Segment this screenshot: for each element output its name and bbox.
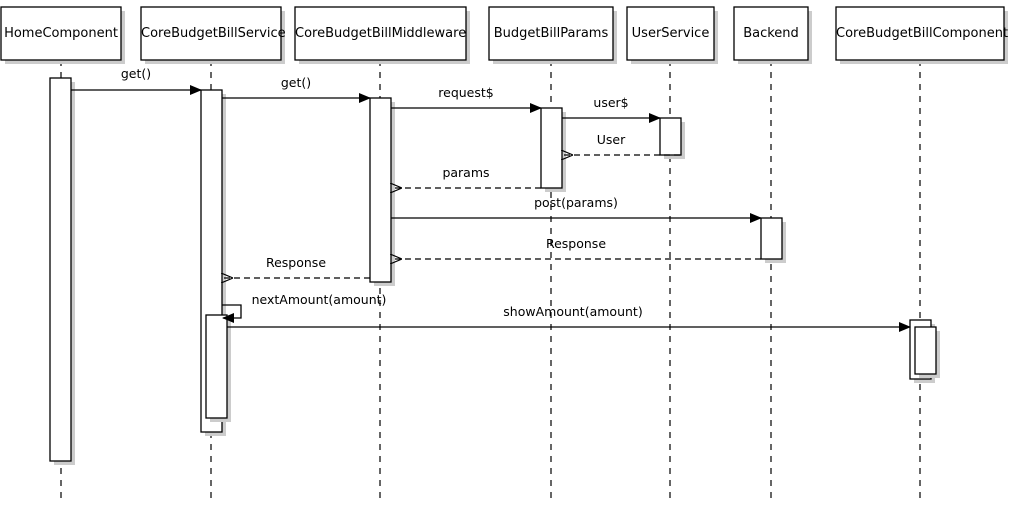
- messages-group: [71, 85, 911, 332]
- message-label-m1: get(): [120, 66, 152, 81]
- lifelines-group: [60, 60, 921, 499]
- message-label-m3: request$: [438, 85, 494, 100]
- participant-box-home[interactable]: [0, 6, 122, 61]
- message-label-m7: post(params): [534, 195, 618, 210]
- participant-box-service[interactable]: [140, 6, 282, 61]
- message-label-m9: Response: [265, 255, 327, 270]
- activation-bar-act-service-self[interactable]: [205, 314, 228, 419]
- message-label-m10: nextAmount(amount): [251, 292, 387, 307]
- activation-bar-act-backend[interactable]: [760, 217, 783, 260]
- message-label-m11: showAmount(amount): [503, 304, 643, 319]
- participant-box-user[interactable]: [626, 6, 715, 61]
- participant-label-service: CoreBudgetBillService: [141, 25, 286, 41]
- message-arrow-m10[interactable]: [222, 304, 242, 323]
- activation-bars-group: [49, 77, 940, 465]
- participant-label-user: UserService: [631, 25, 710, 41]
- participant-label-backend: Backend: [743, 25, 799, 41]
- participant-boxes-group: [0, 6, 1008, 64]
- message-label-m2: get(): [280, 75, 312, 90]
- message-label-m6: params: [442, 165, 490, 180]
- activation-bar-act-middleware[interactable]: [369, 97, 392, 283]
- activation-bar-act-params[interactable]: [540, 107, 563, 189]
- participant-box-params[interactable]: [488, 6, 614, 61]
- participant-box-component[interactable]: [835, 6, 1005, 61]
- participant-box-middleware[interactable]: [294, 6, 467, 61]
- participant-box-backend[interactable]: [733, 6, 809, 61]
- activation-bar-act-component-2[interactable]: [914, 326, 937, 375]
- participant-label-middleware: CoreBudgetBillMiddleware: [295, 25, 467, 41]
- participant-label-home: HomeComponent: [4, 25, 118, 41]
- message-label-m5: User: [596, 132, 626, 147]
- participant-label-params: BudgetBillParams: [493, 25, 609, 41]
- activation-bar-act-home[interactable]: [49, 77, 72, 462]
- activation-bar-act-user[interactable]: [659, 117, 682, 156]
- message-label-m8: Response: [545, 236, 607, 251]
- message-label-m4: user$: [593, 95, 629, 110]
- participant-label-component: CoreBudgetBillComponent: [836, 25, 1009, 41]
